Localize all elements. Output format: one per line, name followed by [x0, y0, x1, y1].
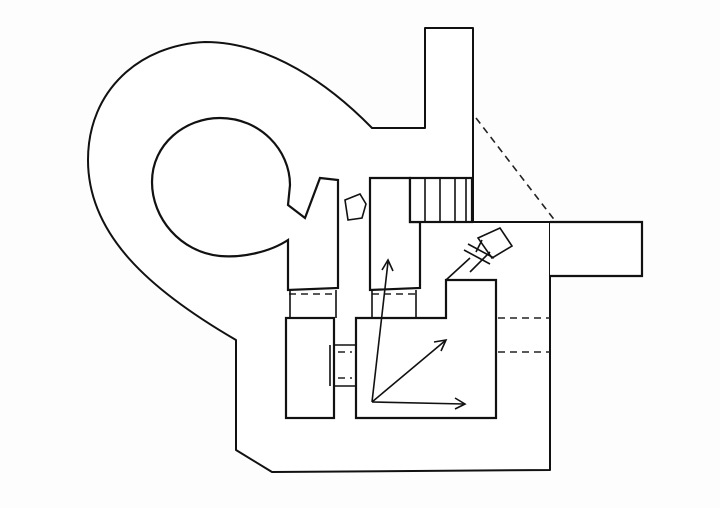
- embrasure-mount: [463, 226, 514, 265]
- entrance-block: [550, 220, 644, 278]
- connecting-corridor: [329, 344, 357, 387]
- staircase: [408, 176, 474, 224]
- corridor-door-dash: [338, 351, 352, 379]
- direction-arrows: [371, 258, 467, 410]
- lower-left-room: [284, 316, 336, 420]
- periscope-mount: [344, 193, 367, 221]
- middle-corridor: [371, 290, 417, 320]
- angled-passage: [445, 251, 491, 281]
- turret-chamber: [150, 116, 340, 292]
- turret-corridor: [289, 290, 337, 318]
- external-slope-line: [475, 117, 557, 223]
- stair-steps: [424, 178, 467, 222]
- main-room: [354, 278, 498, 420]
